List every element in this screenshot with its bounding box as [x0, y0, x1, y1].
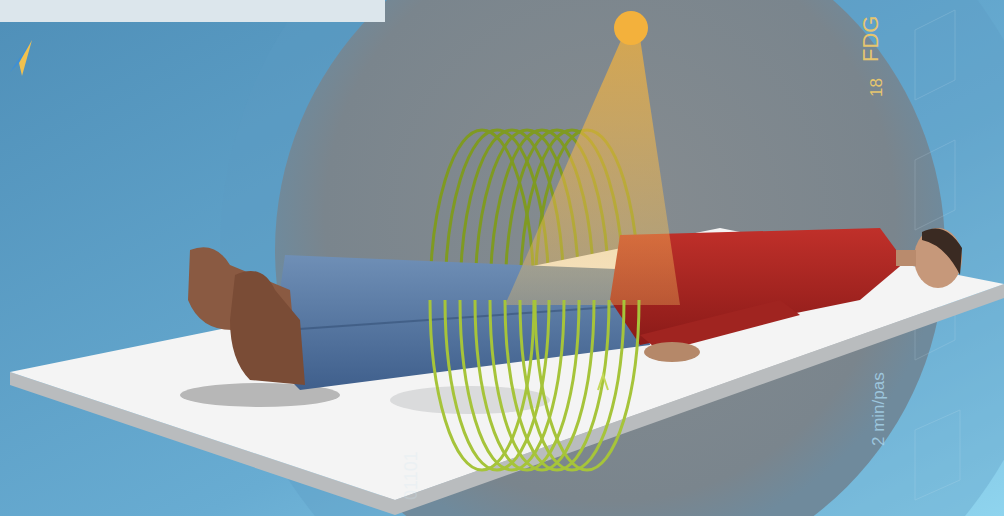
- hand: [644, 342, 700, 362]
- detector-rings-front: [430, 300, 639, 470]
- header-bar: [0, 0, 385, 22]
- foot-right: [230, 271, 305, 385]
- scan-rate: 2 min/pas: [870, 372, 887, 446]
- jeans-seam: [285, 305, 640, 330]
- tracer-name: FDG: [860, 16, 882, 62]
- table-top: [10, 228, 1004, 500]
- head: [914, 228, 962, 288]
- ring-arrow: [598, 375, 608, 390]
- isotope-number: 18: [868, 78, 885, 97]
- decor-frame: [915, 140, 955, 230]
- decor-frame: [915, 10, 955, 100]
- plane-icon: [10, 40, 32, 76]
- decor-frame: [915, 410, 960, 500]
- plane-icon-wing: [19, 40, 32, 76]
- neck: [896, 250, 916, 266]
- hair: [922, 228, 962, 275]
- radiation-source: [614, 11, 648, 45]
- ring-front: [535, 300, 639, 470]
- light-cone: [505, 38, 680, 305]
- binary-watermark: 01101: [402, 451, 420, 500]
